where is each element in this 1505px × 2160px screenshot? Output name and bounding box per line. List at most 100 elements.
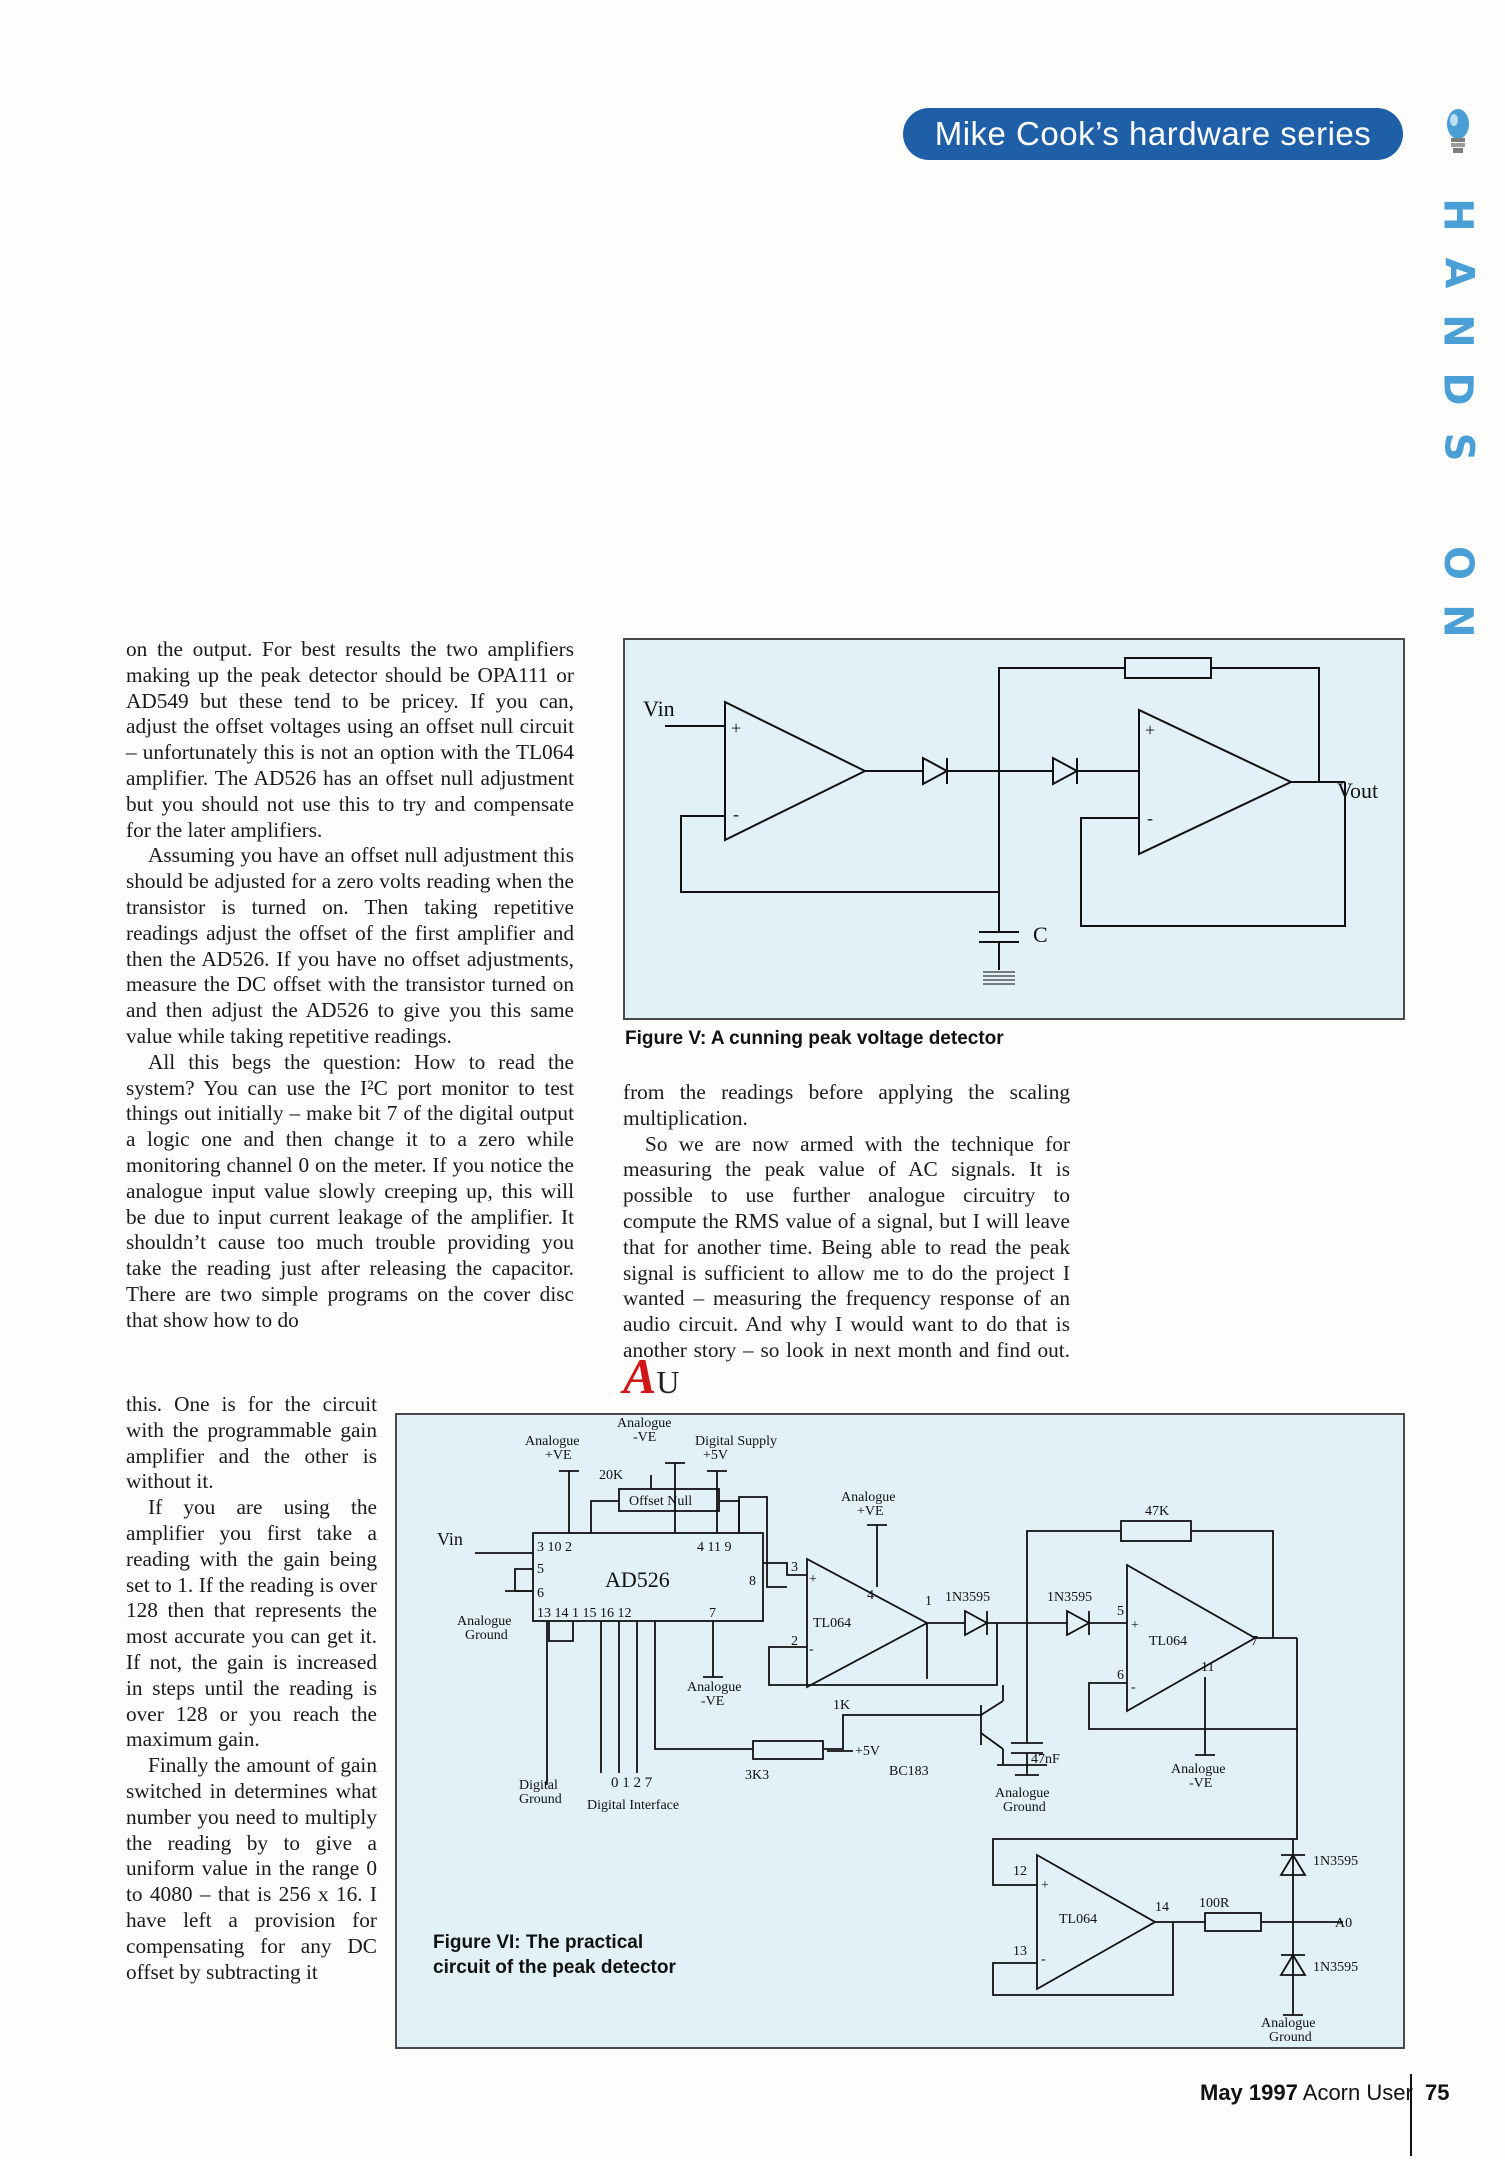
- issue-date: May 1997: [1200, 2080, 1298, 2105]
- minus-sign: -: [1041, 1952, 1046, 1967]
- paragraph: from the readings before applying the sc…: [623, 1080, 1070, 1130]
- label-ground: Ground: [1003, 1800, 1046, 1815]
- rail-letter: H: [1434, 198, 1481, 232]
- figure-vi-caption: Figure VI: The practical circuit of the …: [433, 1932, 676, 1978]
- label-vin: Vin: [437, 1529, 463, 1549]
- label-diode: 1N3595: [1313, 1854, 1358, 1869]
- label-pin8: 8: [749, 1574, 756, 1589]
- plus-sign: +: [731, 718, 741, 738]
- label-analogue: Analogue: [841, 1490, 895, 1505]
- minus-sign: -: [1131, 1680, 1136, 1695]
- vout-label: Vout: [1337, 778, 1378, 803]
- label-digital-interface: Digital Interface: [587, 1798, 679, 1813]
- paragraph: All this begs the question: How to read …: [126, 1049, 574, 1332]
- body-column-middle: from the readings before applying the sc…: [623, 1080, 1070, 1401]
- label-plus-ve: +VE: [857, 1504, 884, 1519]
- label-n2: 2: [791, 1634, 798, 1649]
- label-n13: 13: [1013, 1944, 1027, 1959]
- rail-letter: N: [1434, 604, 1481, 638]
- series-banner: Mike Cook’s hardware series: [903, 108, 1403, 160]
- label-plus-5v: +5V: [703, 1448, 728, 1463]
- page-number: 75: [1425, 2080, 1450, 2105]
- paragraph: on the output. For best results the two …: [126, 637, 574, 842]
- paragraph: So we are now armed with the technique f…: [623, 1131, 1070, 1401]
- body-column-left-narrow: this. One is for the circuit with the pr…: [126, 1392, 377, 1985]
- minus-sign: -: [1147, 808, 1153, 828]
- label-pin6: 6: [537, 1586, 544, 1601]
- minus-sign: -: [809, 1642, 814, 1657]
- label-diode: 1N3595: [1047, 1590, 1092, 1605]
- label-n7: 7: [1251, 1634, 1258, 1649]
- rail-letter: O: [1434, 545, 1481, 581]
- label-analogue: Analogue: [617, 1416, 671, 1431]
- label-analogue: Analogue: [687, 1680, 741, 1695]
- label-plus-5v: +5V: [855, 1744, 880, 1759]
- label-analogue: Analogue: [995, 1786, 1049, 1801]
- label-1k: 1K: [833, 1698, 850, 1713]
- plus-sign: +: [1041, 1878, 1049, 1893]
- figure-v-caption: Figure V: A cunning peak voltage detecto…: [625, 1028, 1004, 1049]
- label-ad526: AD526: [605, 1567, 670, 1592]
- paragraph: this. One is for the circuit with the pr…: [126, 1392, 377, 1494]
- label-minus-ve: -VE: [701, 1694, 724, 1709]
- label-minus-ve: -VE: [633, 1430, 656, 1445]
- magazine-name: Acorn User: [1302, 2080, 1413, 2105]
- acorn-user-end-mark: AU: [623, 1347, 680, 1404]
- label-minus-ve: -VE: [1189, 1776, 1212, 1791]
- label-3k3: 3K3: [745, 1768, 769, 1783]
- label-ground: Ground: [1269, 2030, 1312, 2045]
- page-footer: May 1997 Acorn User 75: [1200, 2074, 1449, 2156]
- vin-label: Vin: [643, 696, 675, 721]
- rail-letter: A: [1435, 257, 1481, 289]
- paragraph: If you are using the amplifier you first…: [126, 1495, 377, 1752]
- paragraph: Assuming you have an offset null adjustm…: [126, 843, 574, 1048]
- paragraph: Finally the amount of gain switched in d…: [126, 1753, 377, 1984]
- peak-detector-schematic: Vin Vout C + - + -: [643, 657, 1378, 985]
- label-pins-top-right: 4 11 9: [697, 1540, 731, 1555]
- rail-letter: N: [1434, 314, 1481, 348]
- label-a0: A0: [1335, 1916, 1352, 1931]
- footer-divider: [1410, 2074, 1412, 2156]
- label-diode: 1N3595: [945, 1590, 990, 1605]
- label-analogue: Analogue: [1261, 2016, 1315, 2031]
- label-digital-supply: Digital Supply: [695, 1434, 777, 1449]
- label-n1: 1: [925, 1594, 932, 1609]
- label-n3: 3: [791, 1560, 798, 1575]
- label-n6: 6: [1117, 1668, 1124, 1683]
- label-n5: 5: [1117, 1604, 1124, 1619]
- label-offset-null: Offset Null: [629, 1494, 692, 1509]
- label-pins-bottom: 13 14 1 15 16 12: [537, 1606, 632, 1621]
- plus-sign: +: [809, 1572, 817, 1587]
- label-tl064: TL064: [1149, 1634, 1187, 1649]
- label-analogue: Analogue: [457, 1614, 511, 1629]
- figure-vi: Analogue +VE Analogue -VE Digital Supply…: [395, 1413, 1405, 2049]
- label-diode: 1N3595: [1313, 1960, 1358, 1975]
- label-100r: 100R: [1199, 1896, 1230, 1911]
- practical-circuit-schematic: Analogue +VE Analogue -VE Digital Supply…: [437, 1416, 1358, 2045]
- label-20k: 20K: [599, 1468, 623, 1483]
- minus-sign: -: [733, 804, 739, 824]
- label-pin7: 7: [709, 1606, 716, 1621]
- label-n14: 14: [1155, 1900, 1169, 1915]
- label-bc183: BC183: [889, 1764, 929, 1779]
- label-n4: 4: [867, 1588, 874, 1603]
- body-column-left: on the output. For best results the two …: [126, 637, 574, 1334]
- hands-on-letters: H A N D S O N: [1428, 186, 1488, 650]
- capacitor-label: C: [1033, 922, 1048, 947]
- hands-on-rail: H A N D S O N: [1428, 108, 1488, 638]
- plus-sign: +: [1131, 1618, 1139, 1633]
- label-pin5: 5: [537, 1562, 544, 1577]
- label-analogue: Analogue: [1171, 1762, 1225, 1777]
- paragraph-text: So we are now armed with the technique f…: [623, 1131, 1070, 1362]
- label-n11: 11: [1201, 1660, 1214, 1675]
- label-tl064: TL064: [1059, 1912, 1097, 1927]
- label-tl064: TL064: [813, 1616, 851, 1631]
- label-ground: Ground: [465, 1628, 508, 1643]
- label-47k: 47K: [1145, 1504, 1169, 1519]
- label-analogue: Analogue: [525, 1434, 579, 1449]
- label-bits: 0 1 2 7: [611, 1775, 653, 1791]
- figure-v: Vin Vout C + - + -: [623, 638, 1405, 1020]
- rail-letter: D: [1434, 372, 1481, 406]
- label-plus-ve: +VE: [545, 1448, 572, 1463]
- label-ground: Ground: [519, 1792, 562, 1807]
